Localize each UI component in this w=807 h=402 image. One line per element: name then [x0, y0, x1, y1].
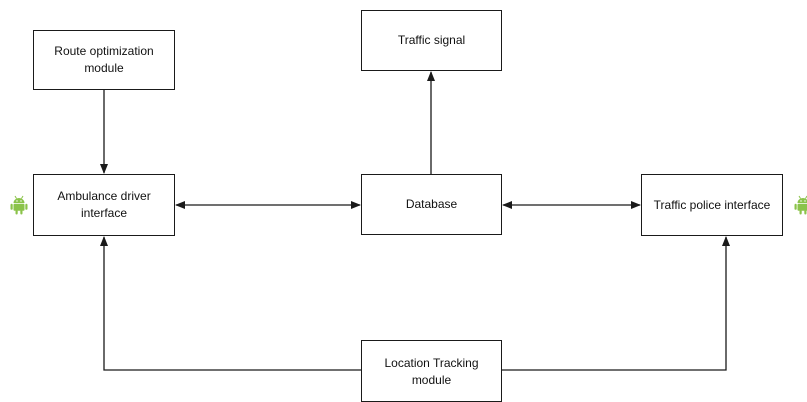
location-tracking-label: Location Tracking module [368, 355, 495, 389]
location-tracking-node: Location Tracking module [361, 340, 502, 402]
traffic-signal-label: Traffic signal [398, 32, 465, 49]
traffic-police-label: Traffic police interface [654, 197, 771, 214]
android-icon [794, 195, 807, 215]
route-optimization-label: Route optimization module [40, 43, 168, 77]
edge-location-to-police [502, 237, 726, 370]
route-optimization-node: Route optimization module [33, 30, 175, 90]
traffic-signal-node: Traffic signal [361, 10, 502, 71]
traffic-police-node: Traffic police interface [641, 174, 783, 236]
ambulance-driver-label: Ambulance driver interface [40, 188, 168, 222]
database-node: Database [361, 174, 502, 235]
ambulance-driver-node: Ambulance driver interface [33, 174, 175, 236]
android-icon [10, 195, 28, 215]
edge-location-to-ambulance [104, 237, 361, 370]
database-label: Database [406, 196, 457, 213]
